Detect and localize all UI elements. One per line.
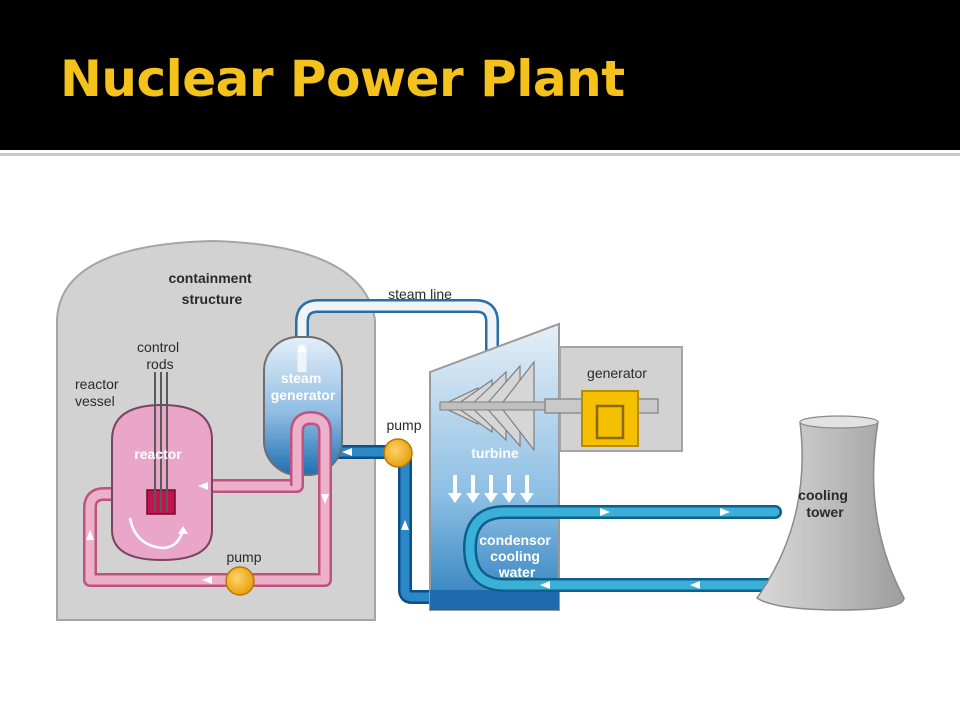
label-reactor-vessel: reactor vessel (75, 376, 122, 409)
cooling-tower-top (799, 415, 879, 429)
label-steam-line: steam line (388, 286, 452, 302)
cooling-tower (755, 421, 905, 611)
arrow-left-icon (690, 581, 700, 589)
generator-core (595, 404, 625, 440)
arrow-up-icon (86, 530, 94, 540)
arrow-up-icon (401, 520, 409, 530)
arrow-down-icon (448, 475, 462, 503)
arrow-down-icon (502, 475, 516, 503)
secondary-loop-inner (330, 447, 445, 602)
secondary-pump (383, 438, 413, 468)
primary-pump (225, 566, 255, 596)
secondary-flow-arrows (342, 448, 409, 530)
arrow-down-icon (520, 475, 534, 503)
label-generator: generator (587, 365, 647, 381)
arrow-left-icon (198, 482, 208, 490)
label-cooling-tower: cooling tower (798, 487, 852, 520)
arrow-left-icon (342, 448, 352, 456)
label-control-rods: control rods (137, 339, 183, 372)
circulation-arrow-icon (128, 517, 185, 550)
arrow-down-icon (466, 475, 480, 503)
title-divider (0, 153, 960, 156)
label-pump-secondary: pump (386, 417, 421, 433)
label-reactor: reactor (134, 446, 182, 462)
turbine-shaft (439, 401, 546, 411)
title-bar: Nuclear Power Plant (0, 0, 960, 150)
arrow-right-icon (720, 508, 730, 516)
turbine-housing (429, 322, 560, 611)
steam-line (295, 299, 499, 372)
label-containment-structure: containment structure (168, 270, 255, 307)
arrow-left-icon (540, 581, 550, 589)
turbine-down-arrows (448, 475, 534, 503)
primary-flow-arrows (86, 482, 329, 584)
arrow-left-icon (202, 576, 212, 584)
arrow-down-icon (321, 494, 329, 504)
arrow-up-icon (297, 344, 307, 352)
slide-title: Nuclear Power Plant (60, 50, 625, 108)
cooling-loop-inner (465, 507, 780, 590)
arrow-down-icon (484, 475, 498, 503)
label-steam-generator: steam generator (271, 370, 336, 403)
control-rods (154, 372, 168, 512)
label-pump-primary: pump (226, 549, 261, 565)
cooling-flow-arrows (540, 508, 730, 589)
label-turbine: turbine (471, 445, 519, 461)
condenser-basin (430, 590, 559, 610)
arrow-right-icon (600, 508, 610, 516)
label-condensor-cooling-water: condensor cooling water (479, 532, 554, 580)
